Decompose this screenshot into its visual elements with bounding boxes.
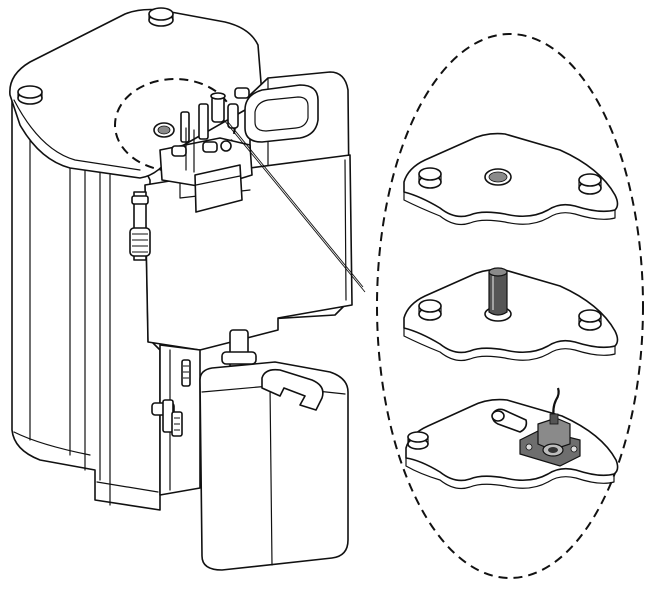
panel2-filter-post	[484, 267, 512, 322]
detail-panel-sensor-bracket	[405, 387, 619, 490]
panel2-knob-left	[418, 299, 442, 321]
lid-port	[153, 122, 175, 138]
detail-callout-ellipse	[376, 33, 644, 579]
lid-knob-left	[17, 85, 43, 105]
panel1-knob-left	[418, 167, 442, 189]
panel3-cartridge	[491, 408, 528, 433]
central-reservoir	[144, 154, 353, 351]
panel2-knob-right	[578, 309, 602, 331]
lid-knob-top	[148, 7, 174, 27]
carry-handle	[244, 84, 319, 143]
canister	[199, 361, 349, 571]
panel1-knob-right	[578, 173, 602, 195]
detail-panel-filter-post	[403, 267, 619, 362]
left-pipe	[129, 191, 151, 261]
panel3-sensor-bracket	[519, 387, 581, 467]
main-unit	[9, 7, 353, 571]
panel1-port-plug	[484, 168, 512, 186]
detail-panel-blank-plug	[403, 132, 619, 226]
panel3-knob-left	[407, 431, 429, 450]
canister-handle	[261, 368, 324, 411]
drain-tap	[151, 359, 191, 437]
leader-lines	[223, 119, 366, 293]
fittings	[171, 87, 250, 173]
